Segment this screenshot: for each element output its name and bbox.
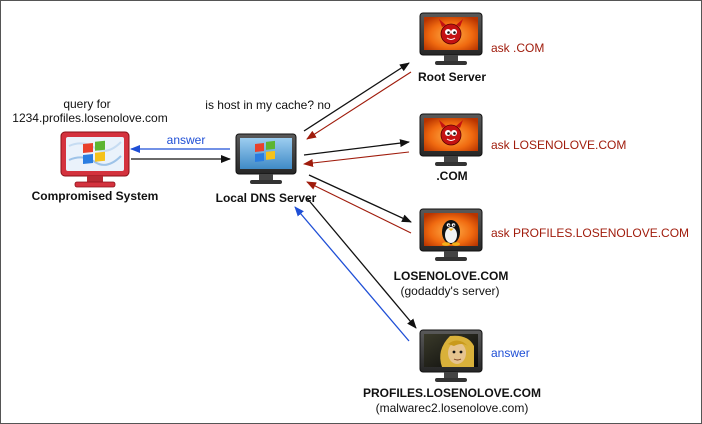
arrow-com-to-local [303, 151, 410, 167]
arrows [130, 62, 417, 342]
arrow-losenolove-to-local [306, 181, 412, 234]
windows-monitor-red-icon [60, 131, 130, 188]
windows-monitor-icon [235, 133, 297, 184]
answer-label-left: answer [167, 133, 206, 147]
ask-losenolove-label: ask LOSENOLOVE.COM [491, 138, 626, 152]
local-dns-server-label: Local DNS Server [216, 191, 317, 205]
arrow-local-to-profiles [305, 196, 417, 329]
ask-profiles-label: ask PROFILES.LOSENOLOVE.COM [491, 226, 689, 240]
arrow-local-to-losenolove [308, 174, 412, 223]
arrow-local-to-com [303, 139, 410, 156]
arrow-profiles-to-local [294, 206, 410, 342]
bsd-daemon-monitor-icon [419, 12, 483, 65]
linux-penguin-monitor-icon [419, 208, 483, 261]
losenolove-label: LOSENOLOVE.COM [394, 269, 509, 283]
query-label-line2: 1234.profiles.losenolove.com [12, 111, 167, 125]
profiles-label: PROFILES.LOSENOLOVE.COM [363, 386, 541, 400]
character-monitor-icon [419, 329, 483, 382]
compromised-system-label: Compromised System [32, 189, 159, 203]
arrow-local-to-root [303, 62, 410, 132]
arrow-root-to-local [306, 71, 412, 140]
query-label-line1: query for [63, 97, 110, 111]
bsd-daemon-monitor-icon [419, 113, 483, 166]
ask-com-label: ask .COM [491, 41, 544, 55]
root-server-label: Root Server [418, 70, 486, 84]
answer-label-right: answer [491, 346, 530, 360]
profiles-sublabel: (malwarec2.losenolove.com) [376, 401, 529, 415]
losenolove-sublabel: (godaddy's server) [401, 284, 500, 298]
cache-label: is host in my cache? no [205, 98, 331, 112]
com-label: .COM [436, 169, 467, 183]
